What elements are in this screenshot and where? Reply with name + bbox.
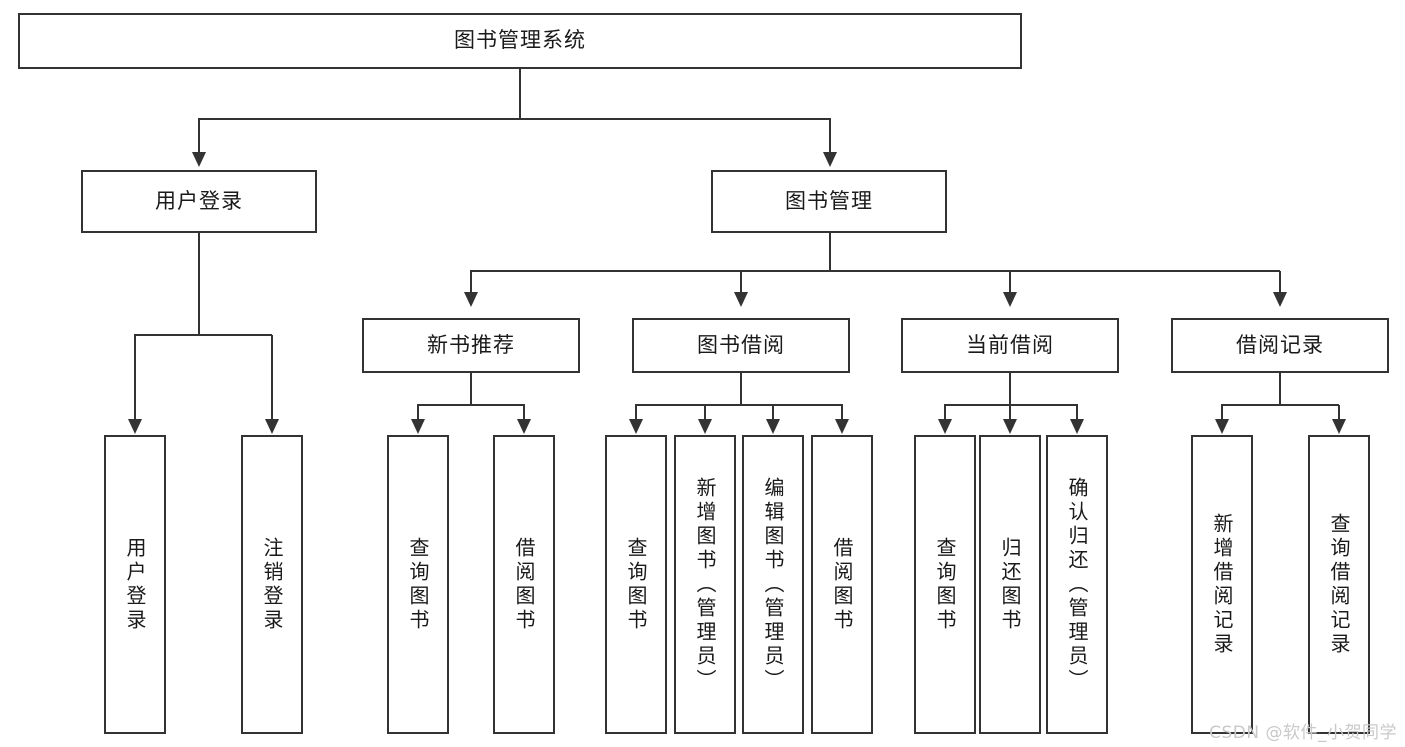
node-label: 查询借阅记录 (1327, 512, 1351, 657)
arrowhead-to-user-login (192, 152, 206, 167)
connector-current-borrow-leaf-1 (1009, 405, 1011, 420)
arrowhead-book-borrow-leaf-2 (766, 419, 780, 434)
connector-book-borrow-leaf-0 (635, 405, 637, 420)
leaf-current-borrow-0[interactable]: 查询图书 (914, 435, 976, 734)
node-label: 图书管理系统 (454, 28, 586, 53)
connector-borrow-record-leaf-0 (1221, 405, 1223, 420)
node-label: 借阅图书 (512, 536, 536, 633)
node-borrow-record[interactable]: 借阅记录 (1171, 318, 1389, 373)
node-label: 注销登录 (260, 536, 284, 633)
arrowhead-to-new-book (464, 292, 478, 307)
leaf-current-borrow-1[interactable]: 归还图书 (979, 435, 1041, 734)
arrowhead-book-borrow-leaf-0 (629, 419, 643, 434)
node-current-borrow[interactable]: 当前借阅 (901, 318, 1119, 373)
arrowhead-to-current-borrow (1003, 292, 1017, 307)
arrowhead-new-book-leaf-0 (411, 419, 425, 434)
connector-book-borrow-bar (635, 404, 843, 406)
node-label: 用户登录 (155, 188, 243, 213)
leaf-new-book-0[interactable]: 查询图书 (387, 435, 449, 734)
connector-current-borrow-leaf-0 (944, 405, 946, 420)
node-root-system[interactable]: 图书管理系统 (18, 13, 1022, 69)
connector-root-stem (519, 69, 521, 119)
csdn-watermark: CSDN @软件_小贺同学 (1209, 723, 1397, 743)
connector-level2-bar (198, 118, 831, 120)
arrowhead-book-borrow-leaf-3 (835, 419, 849, 434)
node-label: 用户登录 (123, 536, 147, 633)
node-label: 借阅图书 (830, 536, 854, 633)
arrowhead-to-book-mgmt (823, 152, 837, 167)
connector-current-borrow-stem (1009, 373, 1011, 405)
connector-user-login-leaf-0 (134, 335, 136, 420)
connector-book-mgmt-stem (829, 233, 831, 271)
connector-to-book-mgmt (829, 119, 831, 154)
node-book-management[interactable]: 图书管理 (711, 170, 947, 233)
node-label: 新增图书（管理员） (693, 476, 717, 693)
connector-current-borrow-leaf-2 (1076, 405, 1078, 420)
arrowhead-book-borrow-leaf-1 (698, 419, 712, 434)
node-user-login[interactable]: 用户登录 (81, 170, 317, 233)
leaf-borrow-record-0[interactable]: 新增借阅记录 (1191, 435, 1253, 734)
arrowhead-borrow-record-leaf-0 (1215, 419, 1229, 434)
arrowhead-new-book-leaf-1 (517, 419, 531, 434)
node-label: 新增借阅记录 (1210, 512, 1234, 657)
arrowhead-borrow-record-leaf-1 (1332, 419, 1346, 434)
connector-to-book-borrow (740, 271, 742, 293)
connector-borrow-record-bar (1221, 404, 1339, 406)
connector-borrow-record-stem (1279, 373, 1281, 405)
leaf-current-borrow-2[interactable]: 确认归还（管理员） (1046, 435, 1108, 734)
connector-to-current-borrow (1009, 271, 1011, 293)
node-label: 借阅记录 (1236, 332, 1324, 357)
connector-user-login-leaf-1 (271, 335, 273, 420)
connector-user-login-stem (198, 233, 200, 335)
connector-to-new-book (470, 271, 472, 293)
node-label: 查询图书 (406, 536, 430, 633)
connector-book-borrow-stem (740, 373, 742, 405)
node-book-borrow[interactable]: 图书借阅 (632, 318, 850, 373)
connector-new-book-leaf-1 (523, 405, 525, 420)
node-label: 图书借阅 (697, 332, 785, 357)
leaf-user-login-0[interactable]: 用户登录 (104, 435, 166, 734)
arrowhead-user-login-leaf-1 (265, 419, 279, 434)
arrowhead-user-login-leaf-0 (128, 419, 142, 434)
arrowhead-current-borrow-leaf-1 (1003, 419, 1017, 434)
node-label: 新书推荐 (427, 332, 515, 357)
arrowhead-to-borrow-record (1273, 292, 1287, 307)
connector-book-borrow-leaf-1 (704, 405, 706, 420)
connector-level3-bar (470, 270, 1280, 272)
connector-user-login-bar (134, 334, 272, 336)
leaf-book-borrow-2[interactable]: 编辑图书（管理员） (742, 435, 804, 734)
node-new-book-recommend[interactable]: 新书推荐 (362, 318, 580, 373)
connector-borrow-record-leaf-1 (1338, 405, 1340, 420)
connector-to-borrow-record (1279, 271, 1281, 293)
node-label: 当前借阅 (966, 332, 1054, 357)
connector-new-book-stem (470, 373, 472, 405)
connector-book-borrow-leaf-3 (841, 405, 843, 420)
node-label: 编辑图书（管理员） (761, 476, 785, 693)
connector-new-book-leaf-0 (417, 405, 419, 420)
node-label: 图书管理 (785, 188, 873, 213)
connector-new-book-bar (417, 404, 525, 406)
node-label: 查询图书 (624, 536, 648, 633)
connector-book-borrow-leaf-2 (772, 405, 774, 420)
connector-current-borrow-bar (944, 404, 1078, 406)
leaf-book-borrow-0[interactable]: 查询图书 (605, 435, 667, 734)
leaf-book-borrow-3[interactable]: 借阅图书 (811, 435, 873, 734)
leaf-user-login-1[interactable]: 注销登录 (241, 435, 303, 734)
arrowhead-current-borrow-leaf-2 (1070, 419, 1084, 434)
connector-to-user-login (198, 119, 200, 154)
arrowhead-current-borrow-leaf-0 (938, 419, 952, 434)
node-label: 归还图书 (998, 536, 1022, 633)
arrowhead-to-book-borrow (734, 292, 748, 307)
leaf-book-borrow-1[interactable]: 新增图书（管理员） (674, 435, 736, 734)
leaf-borrow-record-1[interactable]: 查询借阅记录 (1308, 435, 1370, 734)
node-label: 查询图书 (933, 536, 957, 633)
node-label: 确认归还（管理员） (1065, 476, 1089, 693)
leaf-new-book-1[interactable]: 借阅图书 (493, 435, 555, 734)
